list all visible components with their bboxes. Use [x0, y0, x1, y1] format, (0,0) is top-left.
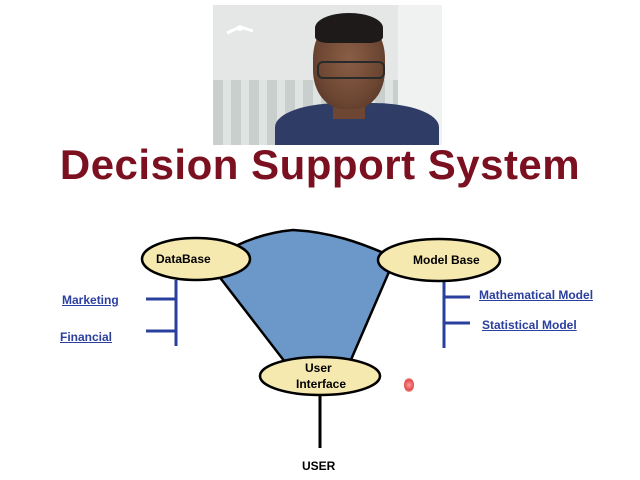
statistical-model-link[interactable]: Statistical Model	[482, 318, 577, 332]
slide-title: Decision Support System	[59, 141, 581, 188]
user-interface-label-line2: Interface	[296, 377, 347, 391]
marketing-link[interactable]: Marketing	[62, 293, 119, 307]
financial-link[interactable]: Financial	[60, 330, 113, 344]
database-node	[140, 236, 252, 282]
user-interface-node	[258, 355, 382, 397]
user-interface-label-line1: User	[305, 361, 332, 375]
model-base-node	[376, 237, 502, 283]
ceiling-fan-icon	[226, 25, 254, 35]
user-label: USER	[302, 459, 336, 473]
presenter-hair	[315, 13, 383, 43]
webcam-video-feed	[213, 5, 442, 145]
model-base-branch	[442, 280, 470, 348]
presenter-glasses	[317, 61, 385, 79]
pointer-cursor-icon	[404, 378, 414, 392]
mathematical-model-link[interactable]: Mathematical Model	[479, 288, 594, 302]
database-label: DataBase	[156, 252, 211, 266]
model-base-label: Model Base	[413, 253, 480, 267]
database-branch	[146, 280, 178, 346]
